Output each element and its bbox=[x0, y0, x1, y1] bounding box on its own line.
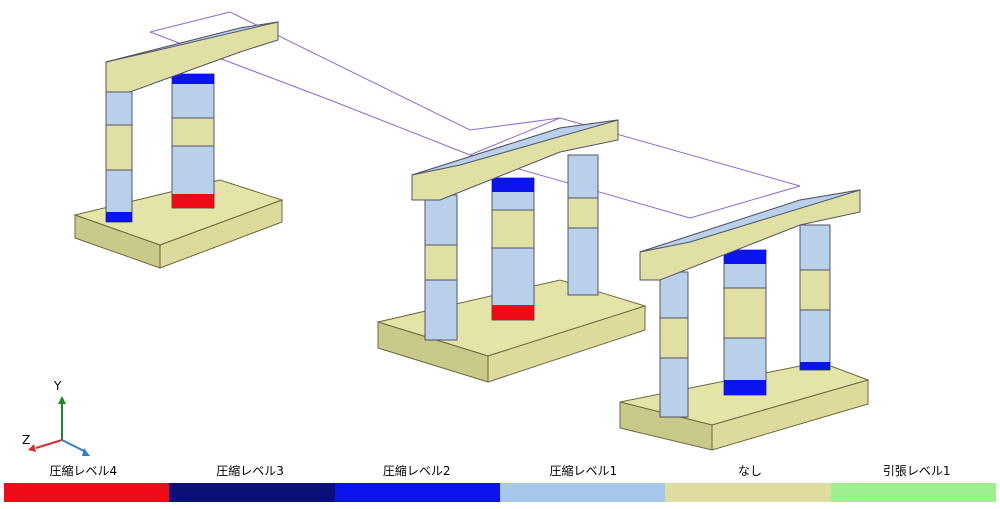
3d-model-viewport[interactable]: Y Z bbox=[0, 0, 1000, 460]
column bbox=[567, 154, 599, 296]
column bbox=[659, 271, 689, 418]
legend-swatch bbox=[499, 483, 666, 502]
legend-label: 圧縮レベル2 bbox=[382, 464, 451, 478]
legend-swatch bbox=[830, 483, 996, 502]
legend-label: 引張レベル1 bbox=[882, 464, 951, 478]
legend-swatch bbox=[665, 483, 831, 502]
pier-cap-top bbox=[639, 189, 861, 253]
legend-label: なし bbox=[738, 464, 763, 478]
legend-swatch bbox=[4, 483, 170, 502]
pier-2[interactable] bbox=[376, 119, 647, 383]
z-axis-label: Z bbox=[22, 433, 30, 447]
legend-color-bar bbox=[4, 483, 996, 502]
foundation-right bbox=[159, 199, 283, 269]
column bbox=[723, 249, 767, 396]
column bbox=[171, 73, 215, 209]
pier-1[interactable] bbox=[73, 21, 284, 269]
legend-label: 圧縮レベル1 bbox=[549, 464, 618, 478]
foundation-right bbox=[711, 379, 869, 451]
legend-swatch bbox=[169, 483, 335, 502]
column bbox=[491, 177, 535, 321]
foundation-right bbox=[487, 305, 646, 383]
pier-3[interactable] bbox=[619, 189, 870, 451]
legend-labels: 圧縮レベル4 圧縮レベル3 圧縮レベル2 圧縮レベル1 なし 引張レベル1 bbox=[0, 462, 1000, 480]
pier-cap-top bbox=[411, 119, 619, 176]
column bbox=[424, 194, 458, 341]
pier-cap-top bbox=[105, 21, 279, 63]
column bbox=[105, 89, 133, 223]
y-axis-label: Y bbox=[53, 379, 62, 393]
legend-swatch bbox=[334, 483, 500, 502]
column bbox=[799, 224, 831, 371]
legend-label: 圧縮レベル4 bbox=[49, 464, 118, 478]
legend-label: 圧縮レベル3 bbox=[216, 464, 284, 478]
axis-triad: Y Z bbox=[22, 379, 90, 456]
